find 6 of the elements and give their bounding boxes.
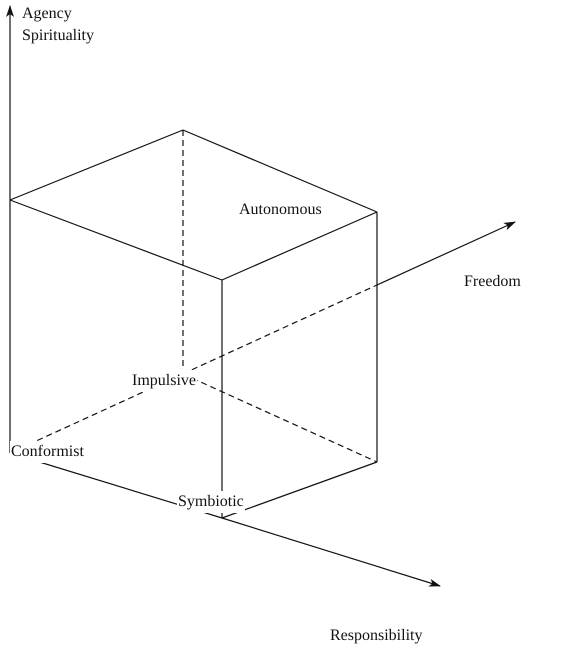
axis-label: Freedom xyxy=(463,272,522,292)
axis-label: Agency Spirituality xyxy=(21,4,95,46)
axis-label: Responsibility xyxy=(329,626,424,646)
axis-label: Conformist xyxy=(10,441,85,463)
axis-label: Impulsive xyxy=(131,370,197,392)
axis-label: Symbiotic xyxy=(177,491,245,513)
